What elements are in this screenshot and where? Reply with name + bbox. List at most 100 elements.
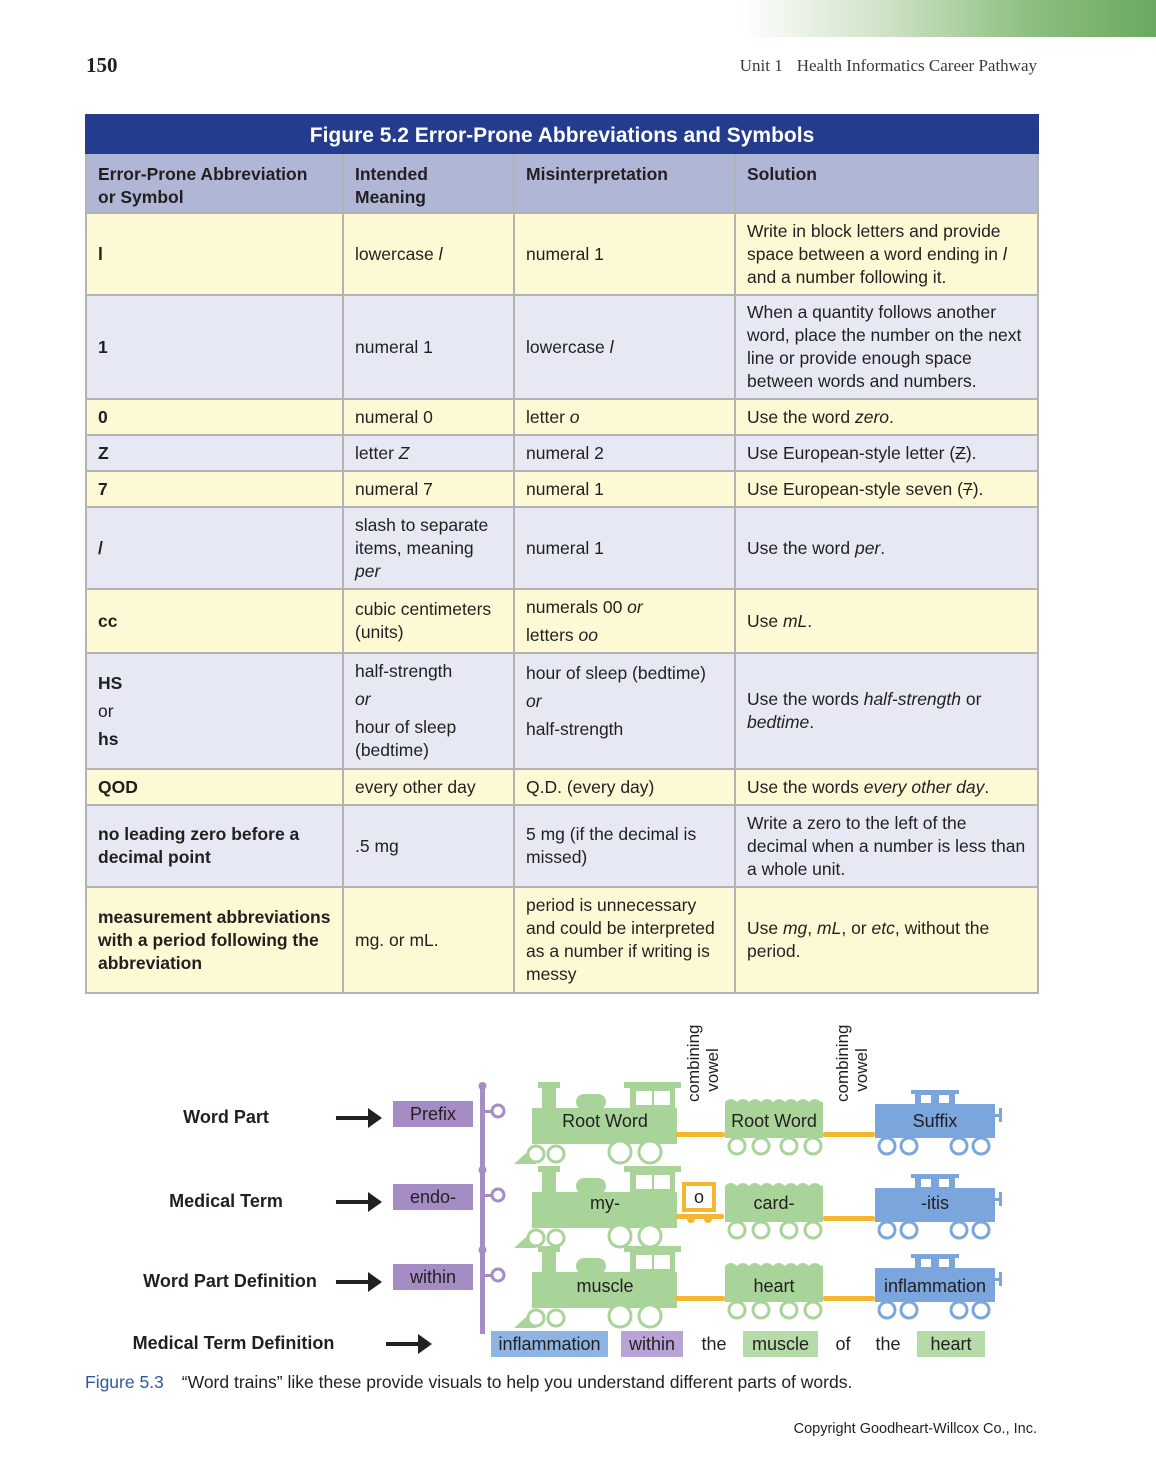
root-word-label: muscle (576, 1276, 634, 1296)
table-row: cc cubic centimeters (units) numerals 00… (85, 588, 1040, 654)
meaning-cell: numeral 7 (342, 470, 515, 508)
arrow-right-icon (336, 1108, 382, 1128)
running-head-unit: Unit 1 (739, 56, 783, 75)
arrow-right-icon (336, 1192, 382, 1212)
abbreviation-cell: / (85, 506, 344, 590)
word-train-graphics (477, 1080, 1004, 1336)
misinterpretation-cell: period is unnecessary and could be inter… (513, 886, 736, 994)
misinterpretation-cell: numeral 1 (513, 470, 736, 508)
root-word-label: heart (753, 1276, 795, 1296)
misinterpretation-cell: hour of sleep (bedtime) or half-strength (513, 652, 736, 770)
table-title: Figure 5.2 Error-Prone Abbreviations and… (84, 114, 1040, 154)
misinterpretation-cell: 5 mg (if the decimal is missed) (513, 804, 736, 888)
root-word-label: my- (590, 1193, 620, 1213)
running-head-title: Health Informatics Career Pathway (796, 56, 1037, 75)
solution-cell: Use the words half-strength or bedtime. (733, 652, 1040, 770)
solution-cell: Write in block letters and provide space… (733, 212, 1040, 296)
misinterpretation-cell: numeral 1 (513, 506, 736, 590)
meaning-cell: letter Z (342, 434, 515, 472)
label-word-part-definition: Word Part Definition (143, 1271, 317, 1291)
signal-post-row2 (477, 1164, 506, 1256)
abbreviation-cell: HS or hs (85, 652, 344, 770)
figure-number: Figure 5.3 (85, 1372, 164, 1392)
abbreviation-cell: cc (85, 588, 344, 654)
running-head: Unit 1 Health Informatics Career Pathway (740, 56, 1037, 76)
misinterpretation-cell: numeral 2 (513, 434, 736, 472)
meaning-cell: slash to separate items, meaning per (342, 506, 515, 590)
root-word-label: Root Word (731, 1111, 817, 1131)
meaning-cell: every other day (342, 768, 515, 806)
coupler (675, 1296, 725, 1301)
abbreviation-cell: measurement abbreviations with a period … (85, 886, 344, 994)
definition-word: within (621, 1331, 683, 1357)
definition-word: muscle (743, 1331, 818, 1357)
misinterpretation-cell: lowercase l (513, 294, 736, 400)
abbreviation-cell: 0 (85, 398, 344, 436)
abbreviation-cell: 1 (85, 294, 344, 400)
meaning-cell: .5 mg (342, 804, 515, 888)
table-row: / slash to separate items, meaning per n… (85, 506, 1040, 590)
suffix-label: inflammation (883, 1276, 987, 1296)
meaning-cell: numeral 0 (342, 398, 515, 436)
table-row: Z letter Z numeral 2 Use European-style … (85, 434, 1040, 472)
solution-cell: Write a zero to the left of the decimal … (733, 804, 1040, 888)
signal-post-row1 (477, 1080, 506, 1172)
arrow-right-icon (386, 1334, 432, 1354)
abbreviation-cell: l (85, 212, 344, 296)
definition-word: the (701, 1334, 727, 1354)
label-medical-term-definition: Medical Term Definition (132, 1333, 335, 1353)
solution-cell: Use the word per. (733, 506, 1040, 590)
misinterpretation-cell: numeral 1 (513, 212, 736, 296)
solution-cell: Use the words every other day. (733, 768, 1040, 806)
top-decorative-band (740, 0, 1156, 37)
solution-cell: Use the word zero. (733, 398, 1040, 436)
arrow-right-icon (336, 1272, 382, 1292)
coupler (823, 1296, 875, 1301)
definition-word: of (835, 1334, 851, 1354)
label-medical-term: Medical Term (169, 1191, 283, 1211)
abbreviation-cell: no leading zero before a decimal point (85, 804, 344, 888)
caption-text: “Word trains” like these provide visuals… (181, 1372, 853, 1392)
table-row: no leading zero before a decimal point .… (85, 804, 1040, 888)
coupler (823, 1132, 875, 1137)
column-header-solution: Solution (733, 152, 1040, 214)
meaning-cell: lowercase l (342, 212, 515, 296)
abbreviation-cell: 7 (85, 470, 344, 508)
root-word-label: card- (753, 1193, 795, 1213)
vowel-car (682, 1182, 716, 1212)
coupler (823, 1216, 875, 1221)
table-row: measurement abbreviations with a period … (85, 886, 1040, 994)
page-number: 150 (86, 53, 118, 77)
definition-word: the (875, 1334, 901, 1354)
signal-post-row3 (477, 1244, 506, 1336)
definition-word: heart (917, 1331, 985, 1357)
table-row: 1 numeral 1 lowercase l When a quantity … (85, 294, 1040, 400)
label-word-part: Word Part (183, 1107, 269, 1127)
solution-cell: Use European-style seven (7). (733, 470, 1040, 508)
root-word-label: Root Word (562, 1111, 648, 1131)
table-row: HS or hs half-strength or hour of sleep … (85, 652, 1040, 770)
coupler (676, 1214, 724, 1219)
suffix-label: -itis (921, 1193, 949, 1213)
meaning-cell: numeral 1 (342, 294, 515, 400)
abbreviation-cell: QOD (85, 768, 344, 806)
coupler (675, 1132, 725, 1137)
copyright: Copyright Goodheart-Willcox Co., Inc. (793, 1421, 1037, 1437)
meaning-cell: mg. or mL. (342, 886, 515, 994)
word-train-figure: Word Part Medical Term Word Part Definit… (0, 1024, 1156, 1370)
table-row: l lowercase l numeral 1 Write in block l… (85, 212, 1040, 296)
figure-caption: Figure 5.3 “Word trains” like these provi… (85, 1372, 852, 1393)
solution-cell: When a quantity follows another word, pl… (733, 294, 1040, 400)
misinterpretation-cell: letter o (513, 398, 736, 436)
solution-cell: Use mL. (733, 588, 1040, 654)
solution-cell: Use mg, mL, or etc, without the period. (733, 886, 1040, 994)
prefix-box: endo- (393, 1184, 473, 1210)
combining-vowel-value: o (693, 1187, 704, 1207)
table-row: 0 numeral 0 letter o Use the word zero. (85, 398, 1040, 436)
suffix-label: Suffix (912, 1111, 958, 1131)
